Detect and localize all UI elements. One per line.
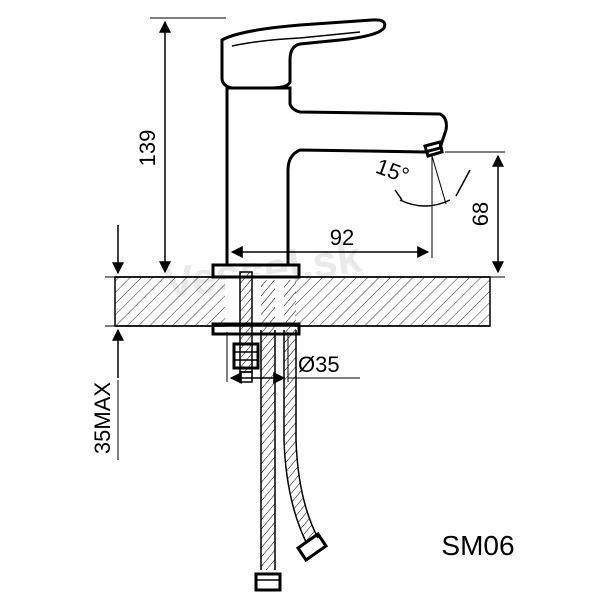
dim-deck-thickness-label: 35MAX — [90, 382, 115, 454]
dim-spout-height — [445, 151, 505, 278]
dim-hole-diameter — [226, 332, 360, 384]
dim-deck-thickness — [105, 225, 128, 460]
dim-hole-diameter-label: Ø35 — [298, 352, 340, 377]
dim-spout-reach-label: 92 — [330, 225, 354, 250]
dim-height-total-label: 139 — [135, 130, 160, 167]
faucet-body — [211, 18, 448, 279]
dim-spout-angle-label: 15° — [373, 154, 413, 189]
dim-height-total — [150, 17, 226, 278]
dim-spout-height-label: 68 — [468, 202, 493, 226]
countertop-section — [114, 274, 491, 332]
model-code: SM06 — [441, 530, 514, 561]
dim-spout-angle — [394, 155, 471, 207]
